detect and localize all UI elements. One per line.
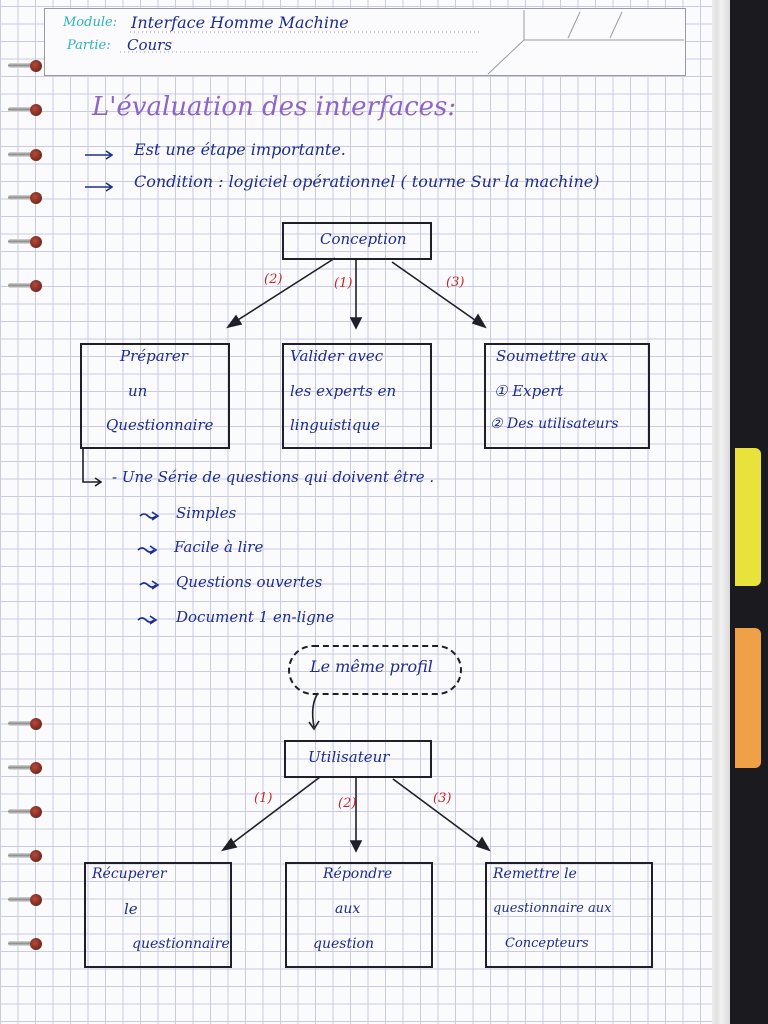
- box-line: question: [313, 936, 374, 952]
- spiral-ring: [8, 278, 44, 294]
- spiral-ring: [8, 848, 44, 864]
- spiral-ring: [8, 804, 44, 820]
- box-line: Préparer: [120, 347, 188, 365]
- header-box: Module: Interface Homme Machine Partie: …: [44, 8, 686, 76]
- page-title: L'évaluation des interfaces:: [92, 92, 457, 122]
- cloud-label: Le même profil: [310, 657, 433, 676]
- box-line: ② Des utilisateurs: [490, 416, 619, 432]
- spiral-ring: [8, 58, 44, 74]
- conception-label: Conception: [320, 230, 407, 248]
- box-line: le: [124, 900, 138, 918]
- spiral-ring: [8, 936, 44, 952]
- yellow-tab-divider: [735, 448, 761, 586]
- drawing-lines: [82, 10, 684, 853]
- valider-box: Valider avec les experts en linguistique: [282, 343, 432, 449]
- box-line: les experts en: [290, 382, 397, 400]
- page-stack: [708, 0, 730, 1024]
- questionnaire-lead: - Une Série de questions qui doivent êtr…: [112, 468, 435, 486]
- edge-label-middle: (2): [338, 796, 357, 811]
- intro-line-1: Est une étape importante.: [134, 140, 346, 159]
- partie-value: Cours: [127, 36, 173, 54]
- preparer-box: Préparer un Questionnaire: [80, 343, 230, 449]
- list-item: Document 1 en-ligne: [176, 608, 335, 626]
- box-line: questionnaire aux: [493, 901, 612, 916]
- box-line: aux: [335, 901, 361, 917]
- intro-line-2: Condition : logiciel opérationnel ( tour…: [134, 172, 600, 191]
- module-value: Interface Homme Machine: [131, 13, 349, 32]
- edge-label-middle: (1): [334, 276, 353, 291]
- edge-label-left: (1): [254, 791, 273, 806]
- box-line: Soumettre aux: [496, 347, 609, 365]
- box-line: Répondre: [323, 866, 393, 882]
- conception-box: Conception: [282, 222, 432, 260]
- edge-label-right: (3): [433, 791, 452, 806]
- orange-tab-divider: [735, 628, 761, 768]
- spiral-ring: [8, 190, 44, 206]
- spiral-ring: [8, 716, 44, 732]
- box-line: ① Expert: [494, 382, 564, 400]
- profile-cloud: Le même profil: [288, 645, 462, 695]
- spiral-ring: [8, 760, 44, 776]
- module-label: Module:: [63, 15, 118, 30]
- box-line: questionnaire: [132, 936, 230, 952]
- list-item: Facile à lire: [174, 538, 264, 556]
- box-line: un: [128, 382, 148, 400]
- partie-label: Partie:: [67, 38, 111, 53]
- list-item: Simples: [176, 504, 237, 522]
- box-line: Concepteurs: [505, 936, 589, 951]
- edge-label-left: (2): [264, 272, 283, 287]
- grid-paper-sheet: Module: Interface Homme Machine Partie: …: [0, 0, 712, 1024]
- box-line: Remettre le: [493, 866, 577, 882]
- list-item: Questions ouvertes: [176, 573, 323, 591]
- box-line: Valider avec: [290, 347, 384, 365]
- box-line: linguistique: [290, 416, 380, 434]
- remettre-box: Remettre le questionnaire aux Concepteur…: [485, 862, 653, 968]
- spiral-ring: [8, 147, 44, 163]
- spiral-ring: [8, 102, 44, 118]
- repondre-box: Répondre aux question: [285, 862, 433, 968]
- box-line: Questionnaire: [106, 416, 214, 434]
- spiral-ring: [8, 234, 44, 250]
- utilisateur-box: Utilisateur: [284, 740, 432, 778]
- spiral-ring: [8, 892, 44, 908]
- recuperer-box: Récuperer le questionnaire: [84, 862, 232, 968]
- edge-label-right: (3): [446, 275, 465, 290]
- box-line: Récuperer: [92, 866, 167, 882]
- utilisateur-label: Utilisateur: [308, 748, 390, 766]
- soumettre-box: Soumettre aux ① Expert ② Des utilisateur…: [484, 343, 650, 449]
